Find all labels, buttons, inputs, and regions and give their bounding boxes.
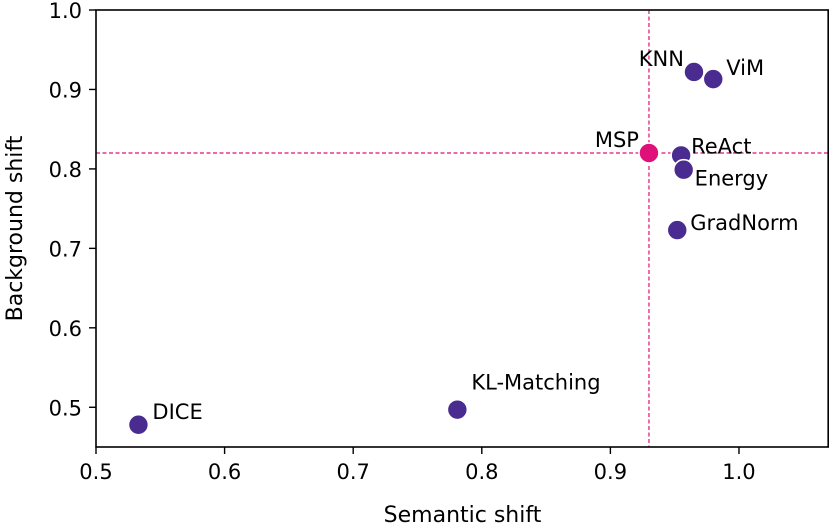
point-vim (702, 68, 725, 90)
y-tick-label: 0.6 (49, 317, 82, 341)
point-dice (127, 413, 150, 436)
x-tick-label: 0.9 (594, 460, 627, 484)
x-axis-label: Semantic shift (384, 503, 542, 527)
reference-lines (96, 10, 829, 447)
y-tick-label: 0.8 (49, 158, 82, 182)
point-kl-matching (446, 398, 469, 421)
plot-frame (95, 9, 829, 448)
point-energy (672, 158, 695, 181)
x-tick-label: 0.5 (79, 460, 112, 484)
point-label-energy: Energy (695, 167, 769, 191)
y-axis-ticks: 0.5 0.6 0.7 0.8 0.9 1.0 (49, 0, 96, 420)
point-label-gradnorm: GradNorm (690, 211, 798, 235)
x-axis-ticks: 0.5 0.6 0.7 0.8 0.9 1.0 (79, 447, 756, 484)
y-tick-label: 1.0 (49, 0, 82, 23)
point-label-react: ReAct (691, 134, 751, 158)
x-tick-label: 1.0 (722, 460, 755, 484)
point-knn (683, 61, 705, 83)
x-tick-label: 0.7 (336, 460, 369, 484)
point-gradnorm (666, 219, 689, 241)
y-axis-label: Background shift (3, 135, 28, 321)
point-msp (638, 142, 660, 164)
point-label-vim: ViM (726, 56, 764, 80)
y-tick-label: 0.7 (49, 237, 82, 261)
data-points (127, 61, 725, 436)
point-label-msp: MSP (595, 128, 639, 152)
x-tick-label: 0.8 (465, 460, 498, 484)
y-tick-label: 0.5 (49, 396, 82, 420)
point-label-kl-matching: KL-Matching (471, 371, 600, 395)
point-label-dice: DICE (152, 400, 202, 424)
y-tick-label: 0.9 (49, 78, 82, 102)
x-tick-label: 0.6 (208, 460, 241, 484)
point-label-knn: KNN (639, 47, 684, 71)
